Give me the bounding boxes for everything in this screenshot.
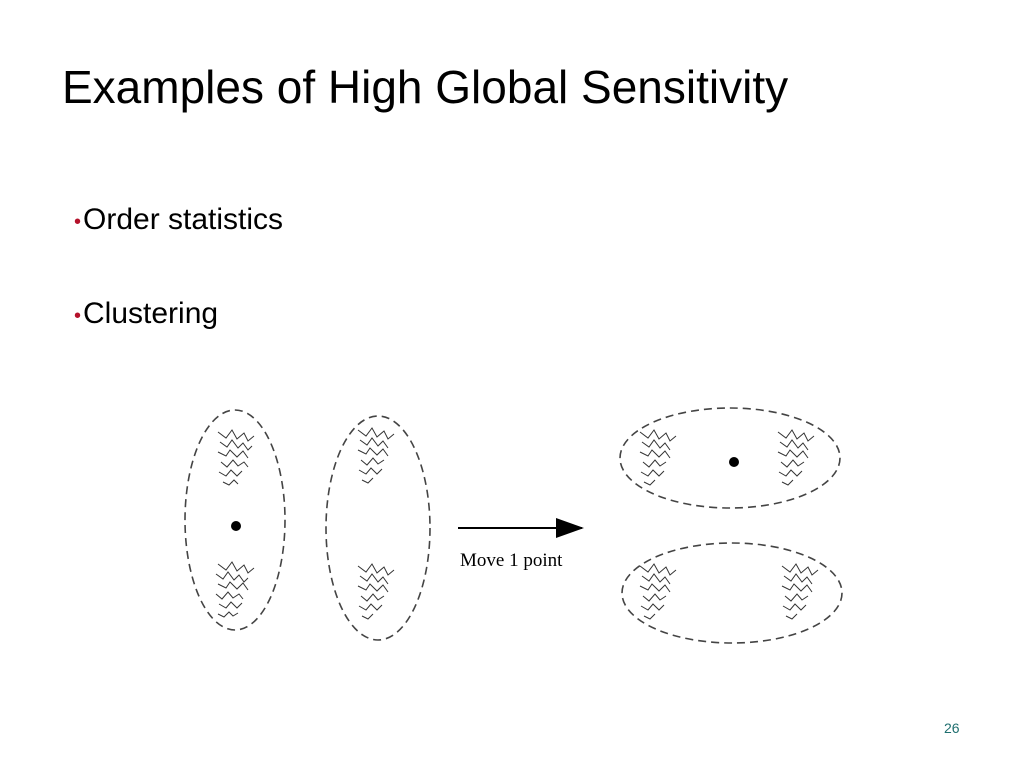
page-number: 26: [944, 720, 960, 736]
bullet-list: •Order statistics •Clustering: [74, 200, 283, 388]
point-cloud-right-2-right: [781, 563, 819, 620]
slide-title: Examples of High Global Sensitivity: [62, 61, 789, 113]
bullet-item-order-statistics: •Order statistics: [74, 200, 283, 240]
cluster-boundary-left-2: [325, 415, 431, 641]
point-cloud-left-1-bottom: [215, 561, 255, 618]
cluster-boundary-left-1: [184, 409, 286, 631]
point-cloud-right-1-right: [777, 429, 815, 486]
point-cloud-right-1-left: [639, 429, 677, 486]
cluster-center-left-1: [231, 521, 241, 531]
point-cloud-left-2-top: [357, 427, 395, 484]
cluster-boundary-right-2: [621, 542, 843, 644]
cluster-center-right-1: [729, 457, 739, 467]
bullet-icon: •: [74, 305, 82, 327]
arrow-label: Move 1 point: [460, 550, 563, 571]
clustering-figure: Move 1 point: [184, 407, 843, 644]
bullet-icon: •: [74, 211, 82, 233]
bullet-text: Clustering: [83, 297, 219, 330]
bullet-item-clustering: •Clustering: [74, 294, 283, 334]
point-cloud-right-2-left: [639, 563, 677, 620]
point-cloud-left-1-top: [217, 429, 255, 486]
point-cloud-left-2-bottom: [357, 563, 395, 620]
bullet-text: Order statistics: [83, 203, 284, 236]
cluster-boundary-right-1: [619, 407, 841, 509]
